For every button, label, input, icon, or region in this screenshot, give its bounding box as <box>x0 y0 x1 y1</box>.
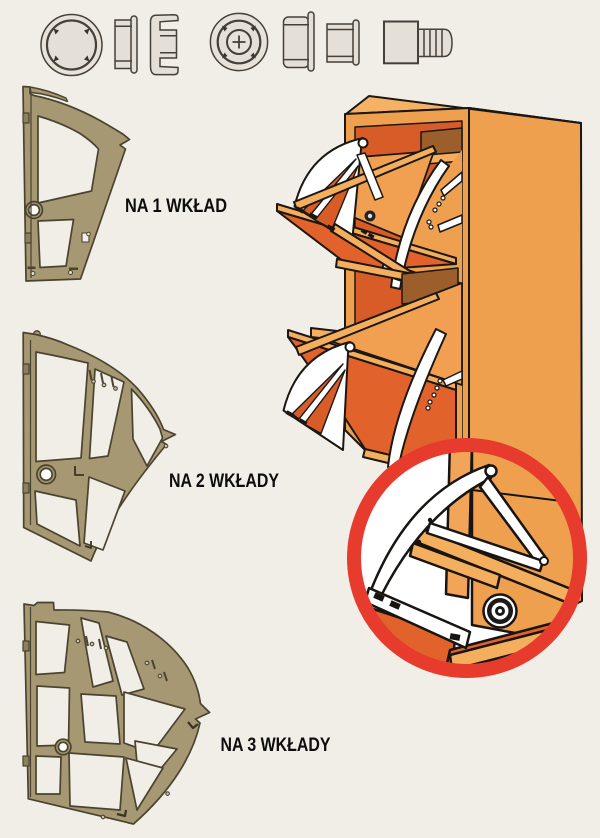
svg-text:NA 1 WKŁAD: NA 1 WKŁAD <box>125 195 227 217</box>
svg-text:NA 2 WKŁADY: NA 2 WKŁADY <box>169 470 279 492</box>
svg-text:NA 3 WKŁADY: NA 3 WKŁADY <box>221 734 331 756</box>
